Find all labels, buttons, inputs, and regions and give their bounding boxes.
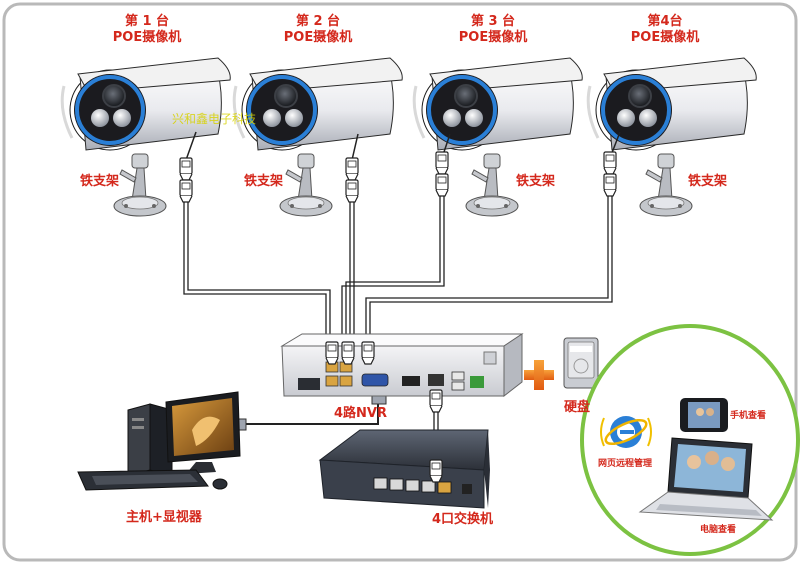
phone-device (680, 398, 728, 432)
camera-2-title: 第 2 台 POE摄像机 (258, 14, 378, 46)
bracket-1-label: 铁支架 (80, 174, 120, 189)
plus-sign-text: + (530, 360, 531, 361)
nvr-label: 4路NVR (334, 406, 387, 421)
plus-sign-graphic (524, 360, 554, 390)
camera-4-connector-a (603, 151, 617, 175)
camera-2-connector-b (345, 179, 359, 203)
camera-1-model: POE摄像机 (112, 30, 182, 45)
nvr-lan-connector (429, 389, 443, 413)
switch-port-connector (429, 459, 443, 483)
camera-3-connector-b (435, 173, 449, 197)
vga-cable (240, 400, 379, 425)
camera-2-number: 第 2 台 (295, 14, 341, 29)
watermark-text: 兴和鑫电子科技 (172, 112, 257, 126)
nvr-port-connector-1 (325, 341, 339, 365)
camera-1-title: 第 1 台 POE摄像机 (87, 14, 207, 46)
bracket-3-label: 铁支架 (516, 174, 556, 189)
camera-1-number: 第 1 台 (124, 14, 170, 29)
camera-4-model: POE摄像机 (630, 30, 700, 45)
nvr-port-connector-2 (341, 341, 355, 365)
camera-cables (183, 190, 613, 340)
camera-3-number: 第 3 台 (470, 14, 516, 29)
switch-device (318, 429, 490, 509)
camera-1-connector-a (179, 157, 193, 181)
camera-2-connector-a (345, 157, 359, 181)
bracket-4-label: 铁支架 (688, 174, 728, 189)
browser-label: 网页远程管理 (598, 459, 653, 469)
camera-3-model: POE摄像机 (458, 30, 528, 45)
browser-icon (600, 416, 652, 448)
nvr-device (280, 333, 524, 398)
pc-tower (127, 403, 173, 477)
switch-label: 4口交换机 (432, 512, 494, 527)
camera-3-connector-a (435, 151, 449, 175)
nvr-port-connector-3 (361, 341, 375, 365)
camera-4-number: 第4台 (647, 14, 683, 29)
pc-keyboard (77, 469, 228, 491)
hdd-device (563, 337, 599, 389)
camera-4-title: 第4台 POE摄像机 (605, 14, 725, 46)
bracket-2-label: 铁支架 (244, 174, 284, 189)
laptop-label: 电脑查看 (700, 525, 737, 535)
camera-4-connector-b (603, 173, 617, 197)
laptop-device (638, 437, 774, 521)
camera-2-model: POE摄像机 (283, 30, 353, 45)
camera-1-connector-b (179, 179, 193, 203)
phone-label: 手机查看 (730, 411, 767, 421)
hdd-label: 硬盘 (564, 400, 591, 415)
pc-label: 主机+显视器 (126, 510, 202, 525)
pc-monitor (165, 391, 241, 474)
camera-3-title: 第 3 台 POE摄像机 (433, 14, 553, 46)
